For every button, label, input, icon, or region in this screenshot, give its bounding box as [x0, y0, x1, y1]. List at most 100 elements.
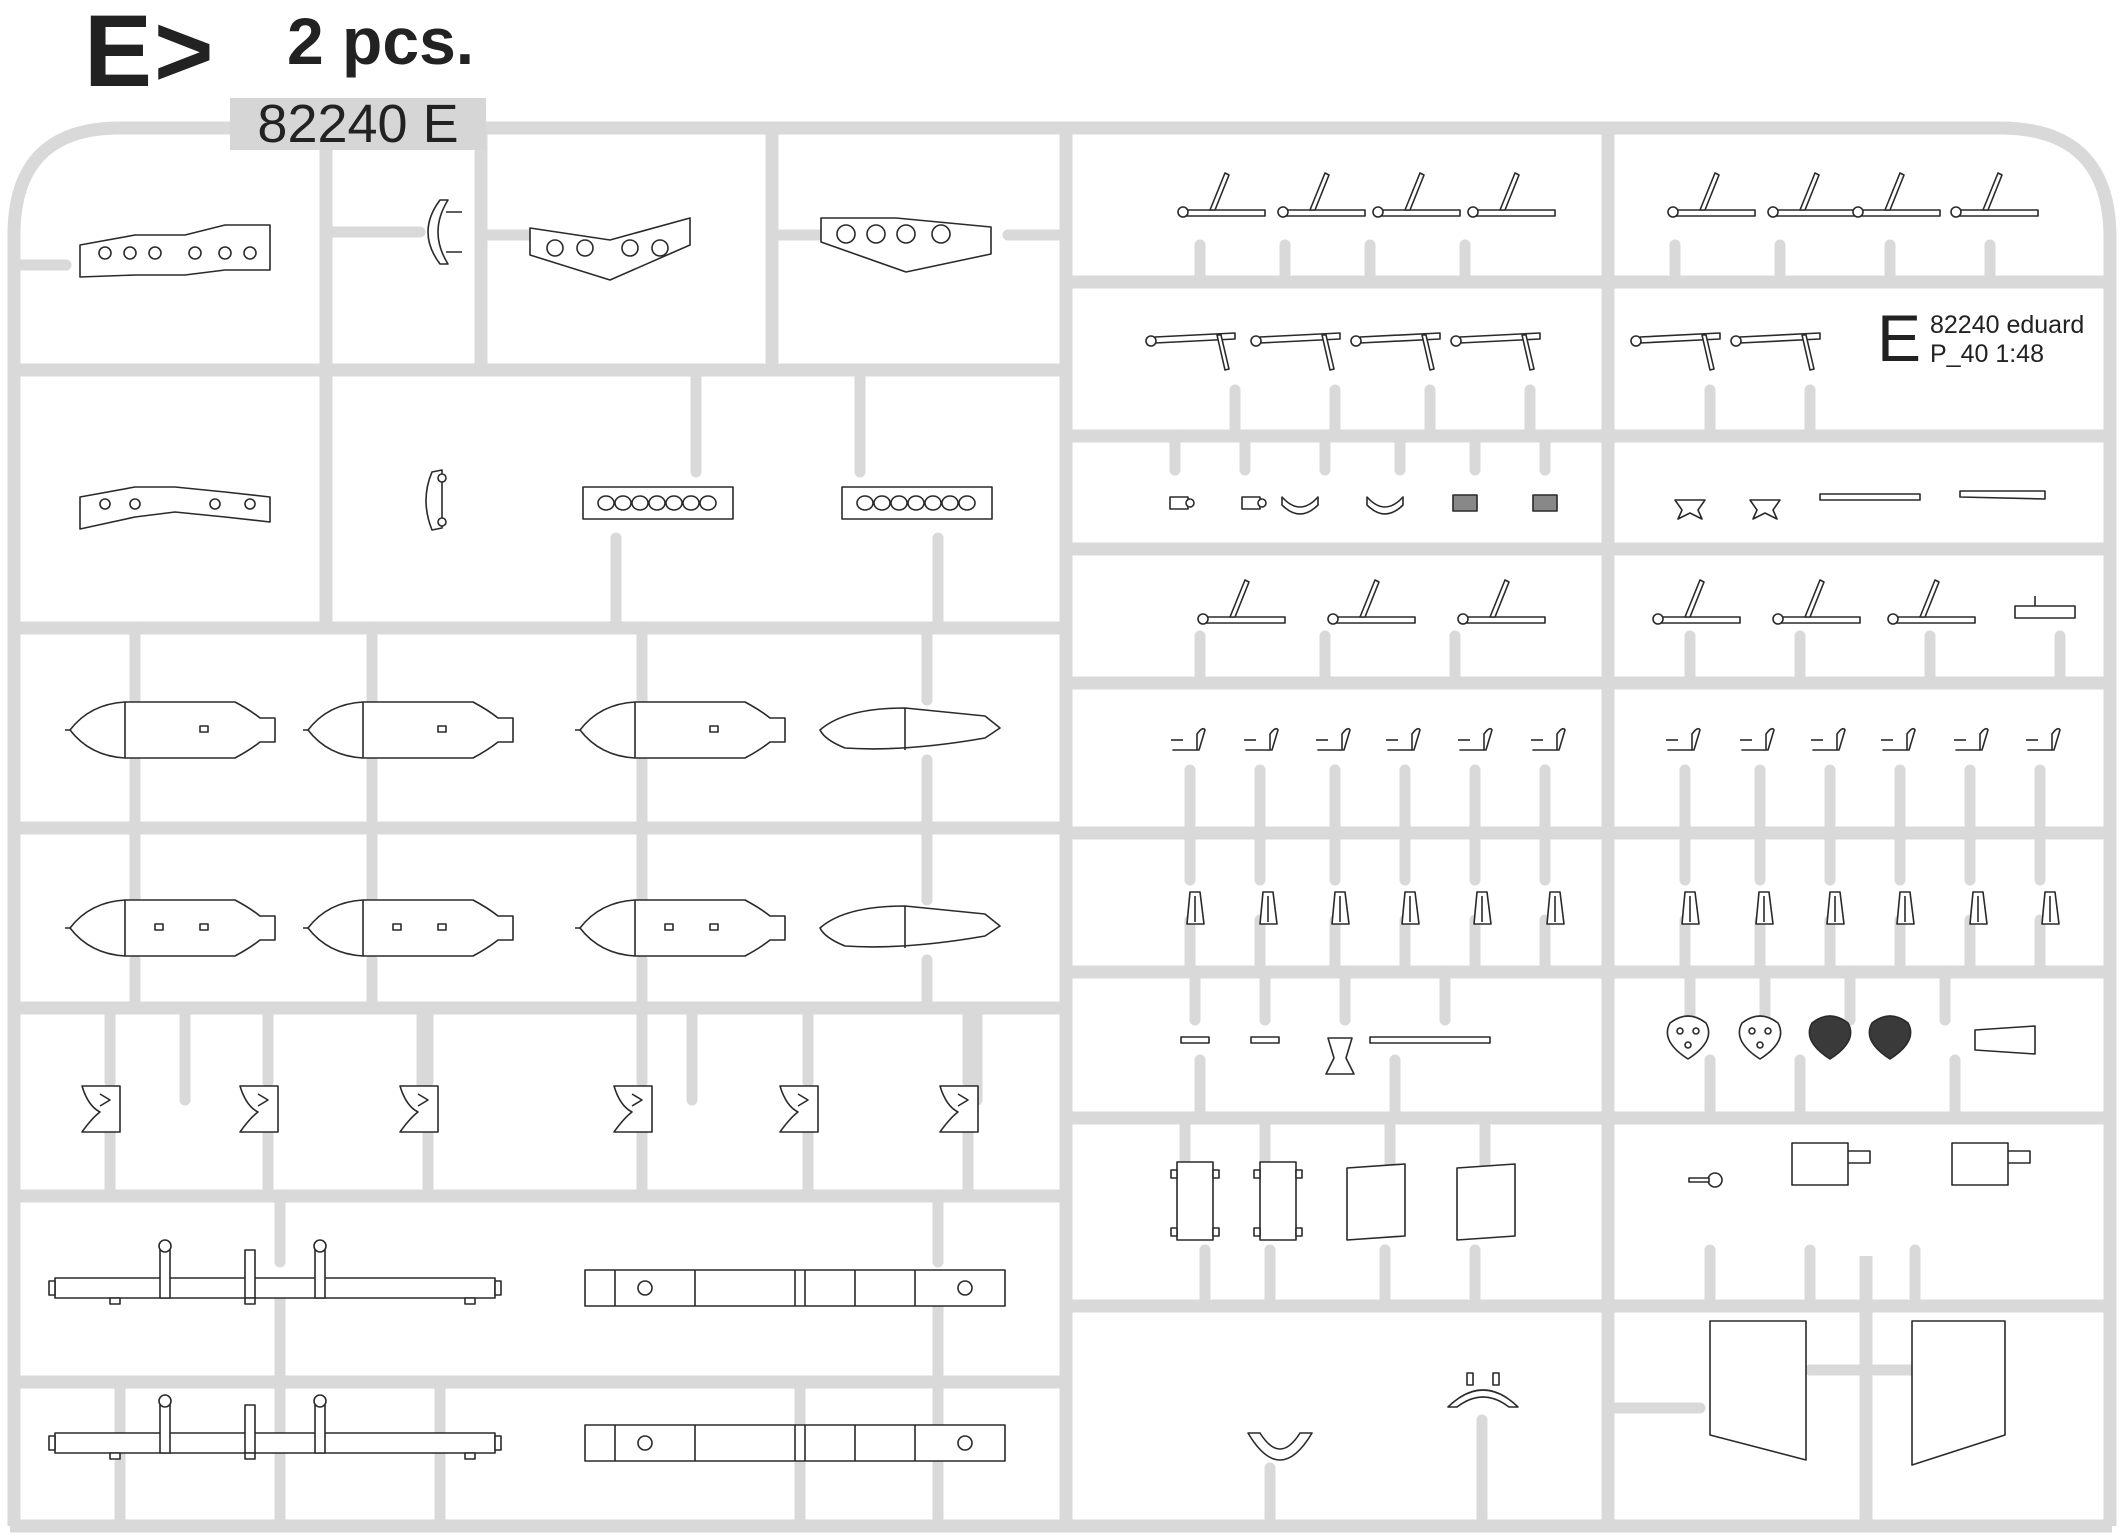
tooth-part	[1401, 891, 1420, 925]
bearing-arc-part	[1247, 1432, 1313, 1461]
pylon-hook-part	[939, 1085, 979, 1133]
pin-part	[1250, 1036, 1280, 1044]
eduard-logo-kit-label: 82240 eduard	[1930, 311, 2085, 339]
tube-assembly-part	[48, 1239, 502, 1305]
gear-strut-part	[1197, 579, 1286, 625]
scoop-part	[1244, 727, 1279, 751]
bar-assembly-part	[584, 1424, 1006, 1462]
knob-part	[1688, 1172, 1723, 1188]
tooth-part	[1186, 891, 1205, 925]
bar-assembly-part	[584, 1269, 1006, 1307]
drop-tank-part	[303, 899, 514, 957]
pylon-hook-part	[613, 1085, 653, 1133]
tooth-part	[1546, 891, 1565, 925]
scoop-part	[1458, 727, 1493, 751]
door-plate-part	[1456, 1163, 1516, 1241]
fairing-part	[1974, 1025, 2036, 1055]
scoop-part	[1316, 727, 1351, 751]
pylon-hook-part	[779, 1085, 819, 1133]
rib-panel-part	[841, 486, 993, 520]
gear-strut-part	[1177, 172, 1266, 218]
small-arc-part	[427, 199, 462, 265]
gear-strut-part	[1730, 332, 1821, 371]
sprue-frame	[7, 121, 2117, 1533]
gear-strut-part	[1852, 172, 1941, 218]
box-part	[1951, 1142, 2031, 1186]
scoop-part	[2026, 727, 2061, 751]
pin-part	[1180, 1036, 1210, 1044]
spar-frame-part	[79, 224, 271, 278]
large-door-part	[1911, 1320, 2006, 1466]
gear-strut-part	[1667, 172, 1756, 218]
eduard-logo-letter: E	[1877, 301, 1922, 375]
tri-lug-part	[1666, 1015, 1710, 1060]
tooth-part	[1331, 891, 1350, 925]
tooth-part	[2041, 891, 2060, 925]
hook-part	[1366, 496, 1404, 515]
sprue-quantity: 2 pcs.	[287, 4, 475, 78]
funnel-part	[1325, 1037, 1355, 1075]
drop-tank-part	[303, 701, 514, 759]
small-clip-part	[425, 469, 447, 531]
long-pin-part	[1369, 1036, 1491, 1044]
gear-strut-part	[1467, 172, 1556, 218]
rib-panel-part	[582, 486, 734, 520]
hook-part	[1281, 496, 1319, 515]
dark-fitting-part	[1868, 1015, 1912, 1060]
gear-strut-part	[1350, 332, 1441, 371]
tooth-part	[1681, 891, 1700, 925]
pylon-hook-part	[399, 1085, 439, 1133]
wedge-part	[1959, 490, 2046, 500]
bracket-small-part	[2014, 596, 2076, 619]
sprue-kit-code: 82240 E	[230, 97, 486, 151]
gear-strut-part	[1772, 579, 1861, 625]
gear-strut-part	[1277, 172, 1366, 218]
box-part	[1791, 1142, 1871, 1186]
grip-part	[1452, 494, 1478, 512]
drop-tank-part	[65, 701, 276, 759]
gear-strut-part	[1887, 579, 1976, 625]
star-bracket-part	[1674, 499, 1706, 520]
tube-assembly-part	[48, 1394, 502, 1460]
gear-strut-part	[1327, 579, 1416, 625]
sprue-letter: E>	[84, 0, 216, 108]
drop-tank-part	[65, 899, 276, 957]
eduard-logo-scale-label: P_40 1:48	[1930, 340, 2044, 368]
drop-tank-part	[575, 899, 786, 957]
scoop-part	[1171, 727, 1206, 751]
sprue-parts	[48, 172, 2076, 1466]
tri-lug-part	[1738, 1015, 1782, 1060]
bulkhead-part	[529, 217, 691, 281]
gear-strut-part	[1250, 332, 1341, 371]
tooth-part	[1896, 891, 1915, 925]
rod-part	[1819, 493, 1921, 501]
tooth-part	[1969, 891, 1988, 925]
gear-strut-part	[1145, 332, 1236, 371]
dark-fitting-part	[1808, 1015, 1852, 1060]
spar-frame-part	[79, 486, 271, 530]
tooth-part	[1259, 891, 1278, 925]
gear-strut-part	[1457, 579, 1546, 625]
drop-tank-part	[575, 701, 786, 759]
pylon-hook-part	[81, 1085, 121, 1133]
scoop-part	[1740, 727, 1775, 751]
scoop-part	[1386, 727, 1421, 751]
scoop-part	[1881, 727, 1916, 751]
large-door-part	[1709, 1320, 1807, 1461]
scoop-part	[1954, 727, 1989, 751]
gear-strut-part	[1652, 579, 1741, 625]
scoop-part	[1531, 727, 1566, 751]
tooth-part	[1826, 891, 1845, 925]
door-plate-part	[1346, 1163, 1406, 1241]
gear-strut-part	[1630, 332, 1721, 371]
scoop-part	[1666, 727, 1701, 751]
star-bracket-part	[1749, 499, 1781, 520]
bracket-arch-part	[1447, 1372, 1519, 1408]
cap-part	[1241, 496, 1267, 510]
outer-runner	[7, 121, 2117, 1526]
gear-strut-part	[1372, 172, 1461, 218]
gear-strut-part	[1950, 172, 2039, 218]
cap-part	[1169, 496, 1195, 510]
